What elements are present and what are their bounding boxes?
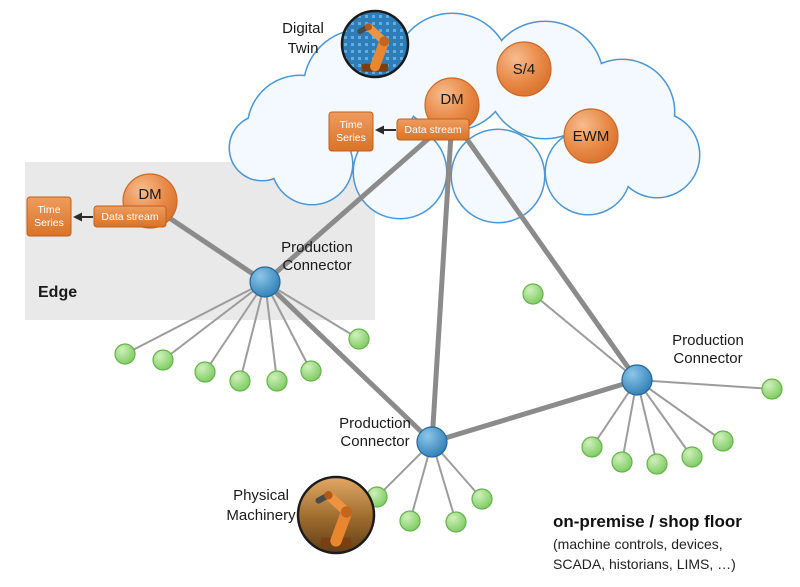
s4-label: S/4 [513, 61, 536, 78]
production-connector-bottom-node [416, 426, 448, 458]
cloud-stream-group: Time Series Data stream [328, 111, 470, 152]
connection-line [449, 115, 640, 383]
robot-icon [296, 475, 376, 555]
production-connector-right-node [621, 364, 653, 396]
leaf-line [239, 281, 266, 382]
edge-time-series-box [26, 196, 72, 237]
leaf-node [114, 343, 136, 365]
edge-time-series-label-1: Time [38, 204, 61, 216]
connector-right-label-2: Connector [673, 350, 742, 367]
leaf-node [152, 349, 174, 371]
leaf-line [636, 379, 724, 442]
physical-machinery-image [296, 475, 376, 555]
leaf-line [264, 281, 312, 372]
leaf-node [194, 361, 216, 383]
leaf-node [471, 488, 493, 510]
s4-node [496, 41, 552, 97]
leaf-node [761, 378, 783, 400]
ewm-node [563, 108, 619, 164]
leaf-line [532, 293, 638, 381]
leaf-node [348, 328, 370, 350]
leaf-line [264, 281, 278, 382]
leaf-node [581, 436, 603, 458]
edge-time-series-label-2: Series [34, 217, 64, 229]
connection-line [429, 115, 455, 445]
leaf-node [522, 283, 544, 305]
leaf-nodes [114, 283, 783, 533]
cloud-data-stream-label: Data stream [404, 124, 461, 136]
leaf-line [124, 281, 266, 355]
connection-line [262, 279, 435, 445]
leaf-line [636, 379, 773, 390]
leaf-node [229, 370, 251, 392]
cloud-time-series-label-2: Series [336, 132, 366, 144]
connection-line [262, 115, 455, 285]
leaf-line [204, 281, 266, 373]
cloud-time-series-box [328, 111, 374, 152]
footer-subtitle-1: (machine controls, devices, [553, 536, 723, 552]
connector-bottom-label-2: Connector [340, 433, 409, 450]
connector-left-label-1: Production [281, 239, 353, 256]
leaf-node [681, 446, 703, 468]
ewm-label: EWM [573, 128, 610, 145]
leaf-line [162, 281, 266, 361]
leaf-node [399, 510, 421, 532]
edge-data-stream-box [93, 205, 167, 228]
robot-icon [340, 9, 410, 79]
leaf-node [445, 511, 467, 533]
cloud-data-stream-box [396, 118, 470, 141]
connector-left-label-2: Connector [282, 257, 351, 274]
edge-title: Edge [38, 284, 77, 301]
digital-twin-label-2: Twin [288, 40, 319, 57]
footer-subtitle-2: SCADA, historians, LIMS, …) [553, 556, 736, 572]
edge-stream-group: Time Series Data stream [26, 196, 167, 237]
leaf-node [300, 360, 322, 382]
stream-arrowhead-icon [73, 212, 82, 222]
edge-data-stream-label: Data stream [101, 211, 158, 223]
leaf-node [266, 370, 288, 392]
stream-arrowhead-icon [375, 125, 384, 135]
leaf-node [646, 453, 668, 475]
physical-machinery-label-2: Machinery [226, 507, 296, 524]
connector-bottom-label-1: Production [339, 415, 411, 432]
connector-right-label-1: Production [672, 332, 744, 349]
leaf-line [636, 379, 693, 458]
digital-twin-label-1: Digital [282, 20, 324, 37]
leaf-links [124, 281, 773, 523]
leaf-line [264, 281, 360, 340]
digital-twin-image [340, 9, 410, 79]
cloud-time-series-label-1: Time [340, 119, 363, 131]
footer-title: on-premise / shop floor [553, 512, 742, 531]
connection-line [429, 377, 640, 445]
leaf-node [712, 430, 734, 452]
dm-cloud-label: DM [440, 91, 463, 108]
physical-machinery-label-1: Physical [233, 487, 289, 504]
dm-edge-label: DM [138, 186, 161, 203]
production-connector-left-node [249, 266, 281, 298]
leaf-node [611, 451, 633, 473]
